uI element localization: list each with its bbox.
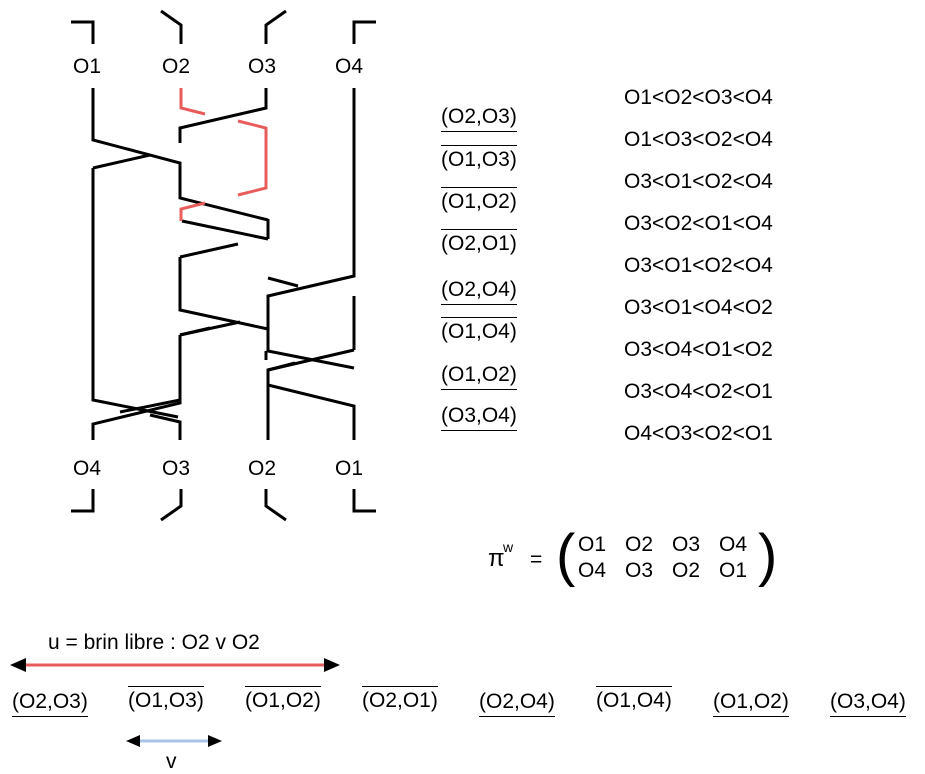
word-item-8: (O3,O4) <box>830 690 906 717</box>
matrix-left-paren: ( <box>556 523 576 588</box>
permutation-equals: = <box>530 548 543 571</box>
top-label-2: O2 <box>162 55 191 78</box>
bottom-label-2: O3 <box>162 457 191 480</box>
matrix-bottom-row: O4 O3 O2 O1 <box>578 558 766 584</box>
top-strand-ends <box>71 9 376 44</box>
word-item-7: (O1,O2) <box>713 690 789 717</box>
matrix-top-row: O1 O2 O3 O4 <box>578 532 766 558</box>
generator-4: (O2,O1) <box>441 229 517 256</box>
top-label-1: O1 <box>73 55 102 78</box>
v-arrow <box>126 735 222 747</box>
bottom-label-3: O2 <box>248 457 277 480</box>
generator-2: (O1,O3) <box>441 145 517 172</box>
top-label-3: O3 <box>248 55 277 78</box>
matrix-cell: O4 <box>578 559 607 582</box>
matrix-right-paren: ) <box>758 523 778 588</box>
generator-8: (O3,O4) <box>441 404 517 431</box>
matrix-cell: O2 <box>672 559 701 582</box>
bottom-label-4: O1 <box>335 457 364 480</box>
permutation-symbol: π <box>488 545 505 572</box>
v-label: v <box>166 750 177 773</box>
bottom-strand-ends <box>71 489 376 522</box>
word-item-1: (O2,O3) <box>12 690 88 717</box>
order-7: O3<O4<O1<O2 <box>624 338 773 361</box>
word-item-2: (O1,O3) <box>128 686 204 713</box>
generator-7: (O1,O2) <box>441 363 517 390</box>
order-2: O1<O3<O2<O4 <box>624 128 773 151</box>
order-9: O4<O3<O2<O1 <box>624 422 773 445</box>
braid-strands <box>91 88 356 440</box>
order-8: O3<O4<O2<O1 <box>624 380 773 403</box>
generator-5: (O2,O4) <box>441 278 517 305</box>
word-item-3: (O1,O2) <box>245 686 321 713</box>
u-label: u = brin libre : O2 v O2 <box>48 631 260 654</box>
bottom-label-1: O4 <box>73 457 102 480</box>
order-5: O3<O1<O2<O4 <box>624 254 773 277</box>
generator-1: (O2,O3) <box>441 105 517 132</box>
order-4: O3<O2<O1<O4 <box>624 212 773 235</box>
matrix-cell: O4 <box>719 533 748 556</box>
matrix-cell: O3 <box>625 559 654 582</box>
u-arrow <box>10 658 340 672</box>
free-strand-highlight <box>179 88 268 221</box>
order-6: O3<O1<O4<O2 <box>624 296 773 319</box>
braid-diagram <box>71 9 376 522</box>
matrix-cell: O3 <box>672 533 701 556</box>
top-label-4: O4 <box>335 55 364 78</box>
matrix-cell: O2 <box>625 533 654 556</box>
permutation-superscript: w <box>503 539 514 555</box>
matrix-cell: O1 <box>578 533 607 556</box>
order-3: O3<O1<O2<O4 <box>624 170 773 193</box>
matrix-cell: O1 <box>719 559 748 582</box>
word-item-4: (O2,O1) <box>362 686 438 713</box>
generator-3: (O1,O2) <box>441 187 517 214</box>
generator-6: (O1,O4) <box>441 317 517 344</box>
word-item-6: (O1,O4) <box>596 686 672 713</box>
order-1: O1<O2<O3<O4 <box>624 86 773 109</box>
word-item-5: (O2,O4) <box>479 690 555 717</box>
